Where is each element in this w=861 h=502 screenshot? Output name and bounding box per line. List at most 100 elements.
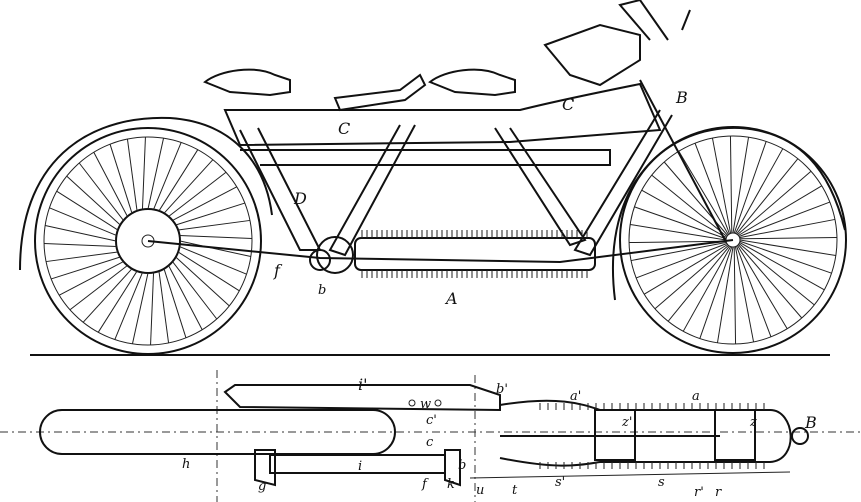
spoke (737, 170, 812, 236)
spoke (643, 244, 728, 295)
label-r-prime: r' (694, 485, 704, 500)
spoke (158, 271, 170, 344)
label-a-prime: a' (570, 389, 581, 404)
spoke (734, 148, 784, 234)
spoke (635, 243, 728, 279)
label-C-rear: C (338, 119, 350, 138)
spoke (737, 244, 803, 319)
label-r: r (715, 485, 722, 500)
spoke (49, 207, 117, 236)
spoke (109, 144, 133, 214)
spoke (175, 256, 230, 307)
label-f: f (273, 261, 283, 280)
label-h: h (182, 457, 190, 472)
spoke (179, 246, 247, 275)
spoke (694, 142, 730, 235)
spoke (711, 137, 732, 234)
label-z: z (749, 415, 757, 430)
rear-wheel-plan (39, 409, 396, 455)
front-saddle (428, 68, 516, 97)
ball-B (791, 427, 809, 445)
motor-tank (543, 23, 641, 87)
label-z-prime: z' (621, 415, 632, 430)
spoke (629, 240, 727, 244)
spoke (716, 246, 734, 343)
label-t: t (512, 483, 518, 498)
spoke (114, 272, 143, 340)
spoke (651, 174, 728, 237)
spoke (732, 137, 750, 234)
spoke (153, 142, 182, 210)
spoke (738, 243, 815, 306)
spoke (667, 245, 730, 322)
spoke (51, 256, 121, 280)
spoke (739, 236, 837, 240)
label-s: s (658, 475, 665, 490)
spoke (45, 251, 118, 263)
rear-wheel (19, 116, 273, 355)
spoke (733, 246, 737, 344)
label-B: B (675, 88, 688, 107)
spoke (738, 201, 831, 237)
spoke (56, 190, 119, 231)
spoke (172, 186, 237, 221)
spoke (44, 243, 117, 248)
handlebar-rear (333, 73, 427, 112)
cylinder-plan (499, 399, 792, 467)
spoke (734, 246, 755, 343)
spoke (141, 137, 146, 210)
plan-view: i' b' w c' c a' a z' z B h g i f k b u t… (0, 370, 861, 502)
spoke (634, 206, 727, 240)
spoke (97, 270, 138, 333)
spoke (738, 185, 823, 236)
label-s-prime: s' (555, 475, 565, 490)
spoke (729, 136, 733, 234)
label-g: g (258, 479, 266, 494)
label-b-prime: b' (496, 382, 508, 397)
spoke (699, 246, 733, 339)
spoke (147, 138, 165, 210)
label-A: A (444, 289, 458, 308)
spoke (663, 161, 729, 236)
spoke (654, 244, 729, 310)
front-mudguard (612, 126, 846, 301)
spoke (59, 261, 124, 296)
label-w: w (420, 397, 431, 412)
spoke (177, 251, 240, 292)
spoke (168, 265, 203, 330)
label-D: D (293, 189, 307, 208)
spoke (739, 241, 825, 291)
spoke (78, 162, 124, 221)
spoke (630, 241, 727, 262)
spoke (93, 152, 128, 217)
spoke (66, 175, 121, 226)
spoke (158, 149, 199, 212)
frame-arm-i-prime (223, 384, 501, 412)
spoke (736, 245, 772, 338)
label-k: k (447, 477, 455, 492)
spoke (126, 138, 138, 211)
spoke (736, 158, 799, 235)
spoke (69, 265, 128, 311)
spoke (641, 189, 727, 239)
label-b: b (318, 283, 326, 298)
spoke (739, 240, 832, 274)
gear-k (444, 449, 461, 487)
spoke (682, 246, 732, 332)
spoke (630, 223, 727, 241)
spoke (150, 272, 155, 345)
spoke (168, 171, 227, 217)
frame (147, 0, 734, 274)
label-a: a (692, 389, 700, 404)
spoke (739, 239, 836, 257)
spoke (179, 234, 252, 239)
label-f-plan: f (421, 477, 429, 492)
spoke (739, 218, 836, 239)
spoke (678, 150, 729, 235)
spoke (82, 268, 133, 323)
label-c-prime: c' (426, 413, 437, 428)
label-u: u (476, 483, 484, 498)
spoke (163, 159, 214, 214)
label-C-front: C (562, 95, 574, 114)
